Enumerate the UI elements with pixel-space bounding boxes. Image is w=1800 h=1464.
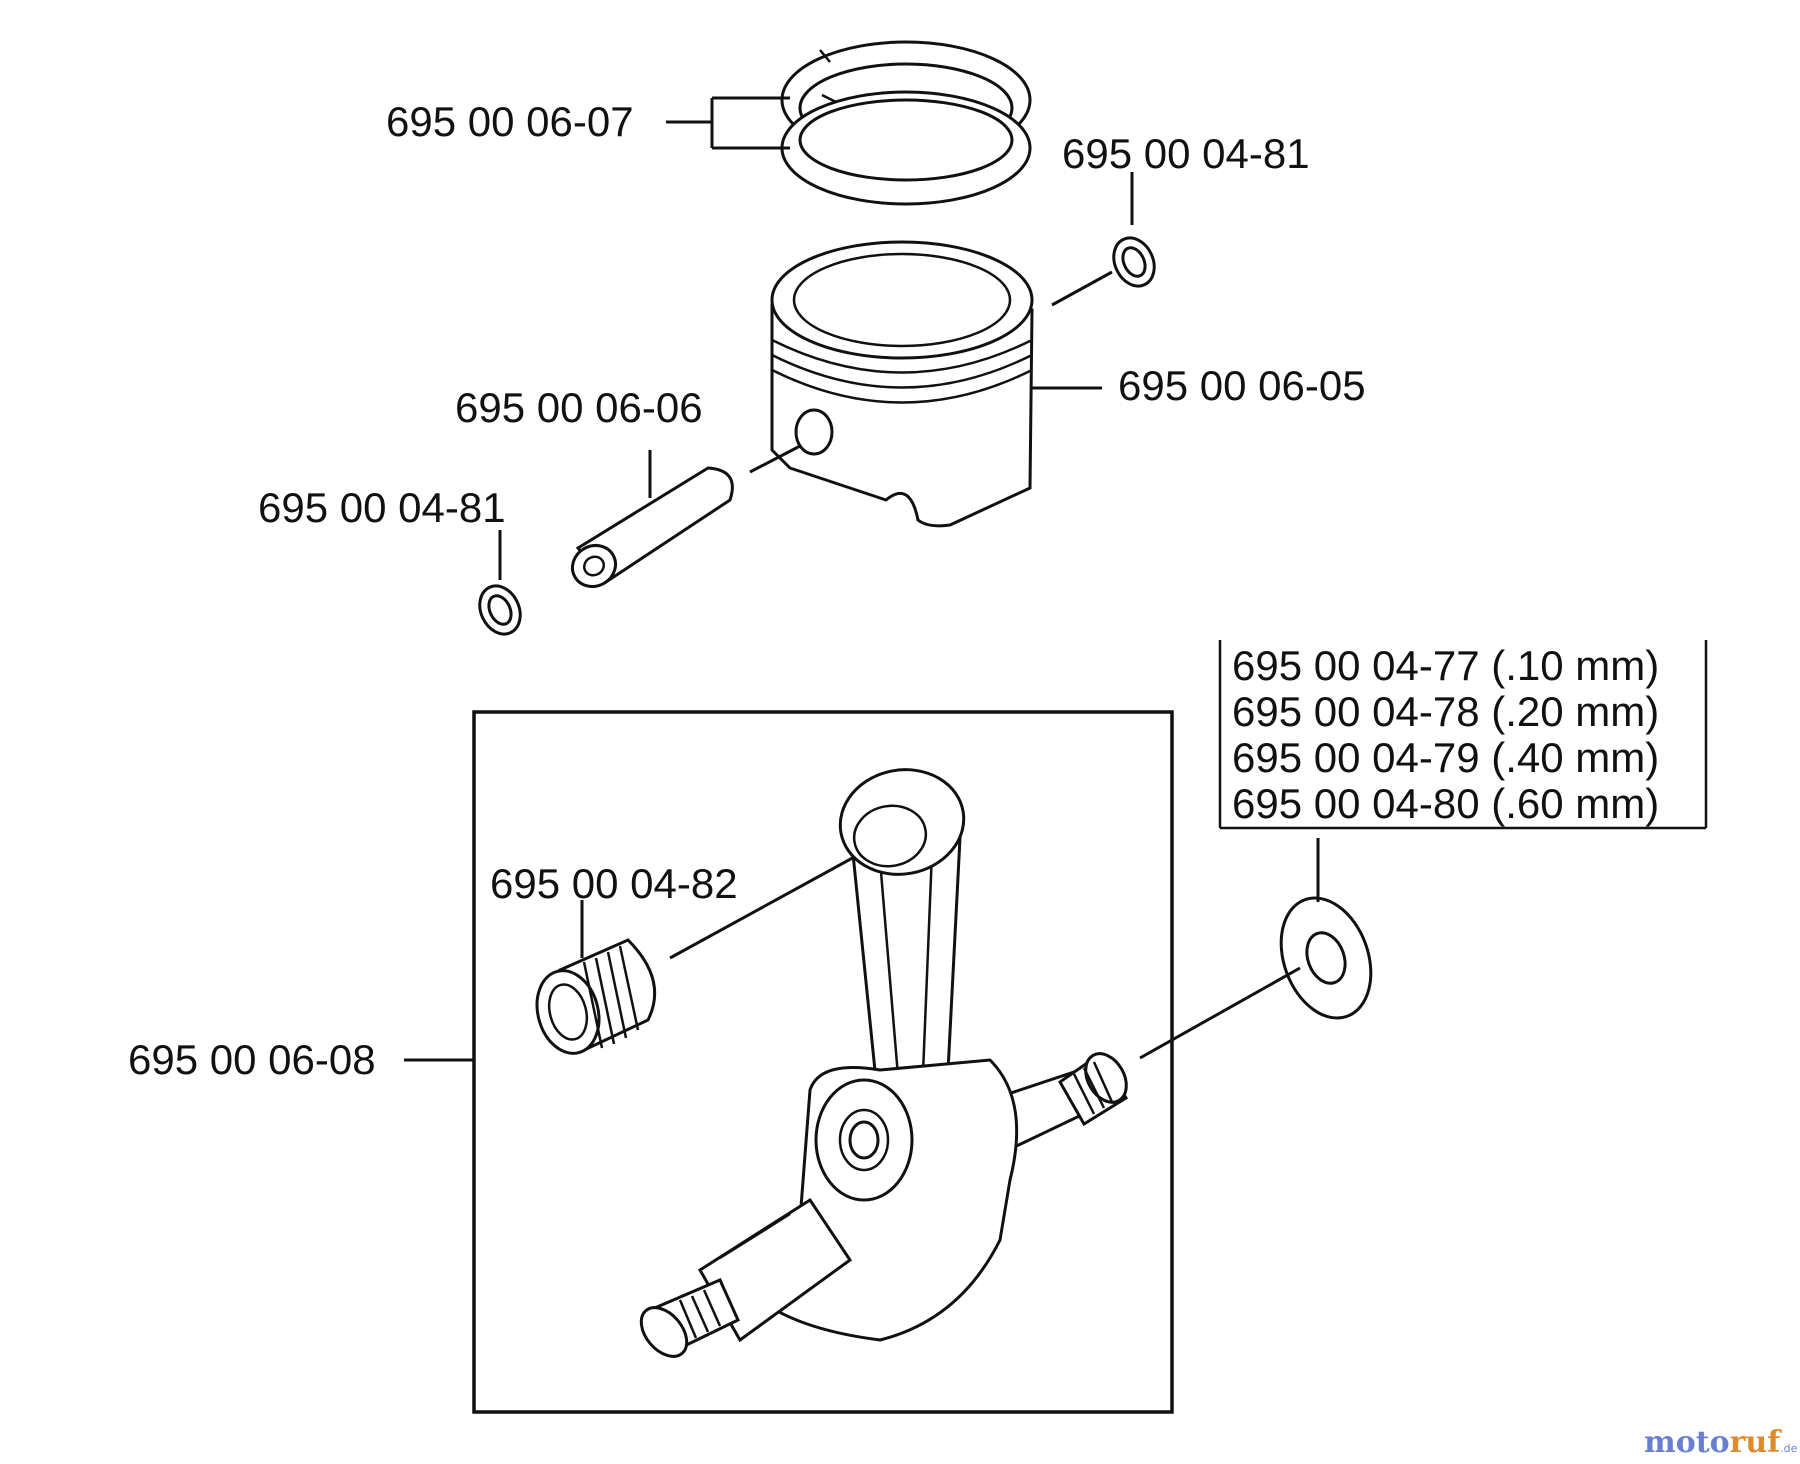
washer-option-3: 695 00 04-79 (.40 mm) <box>1232 734 1659 781</box>
circlip-left-drawing <box>478 530 522 636</box>
washer-option-1: 695 00 04-77 (.10 mm) <box>1232 642 1659 689</box>
circlip-top-drawing <box>1112 172 1156 288</box>
watermark-logo: motoruf.de <box>1644 1425 1798 1460</box>
needle-bearing-drawing <box>535 842 879 1055</box>
piston-pin-drawing <box>570 444 801 589</box>
washer-option-2: 695 00 04-78 (.20 mm) <box>1232 688 1659 735</box>
washer-label-box <box>1218 640 1708 830</box>
svg-text:motoruf.de: motoruf.de <box>1644 1425 1798 1460</box>
washer-drawing <box>1139 838 1373 1060</box>
crankshaft-drawing <box>639 768 1129 1358</box>
washer-option-4: 695 00 04-80 (.60 mm) <box>1232 780 1659 827</box>
label-piston-pin: 695 00 06-06 <box>455 384 703 431</box>
piston-drawing <box>770 240 1113 528</box>
label-needle-bearing: 695 00 04-82 <box>490 860 738 907</box>
label-crankshaft: 695 00 06-08 <box>128 1036 376 1083</box>
label-piston: 695 00 06-05 <box>1118 362 1366 409</box>
label-circlip-top: 695 00 04-81 <box>1062 130 1310 177</box>
crankshaft-assembly-frame <box>472 710 1174 1414</box>
leader-rings <box>666 96 790 150</box>
label-circlip-left: 695 00 04-81 <box>258 484 506 531</box>
label-rings: 695 00 06-07 <box>386 98 634 145</box>
piston-rings-drawing <box>780 40 1032 206</box>
